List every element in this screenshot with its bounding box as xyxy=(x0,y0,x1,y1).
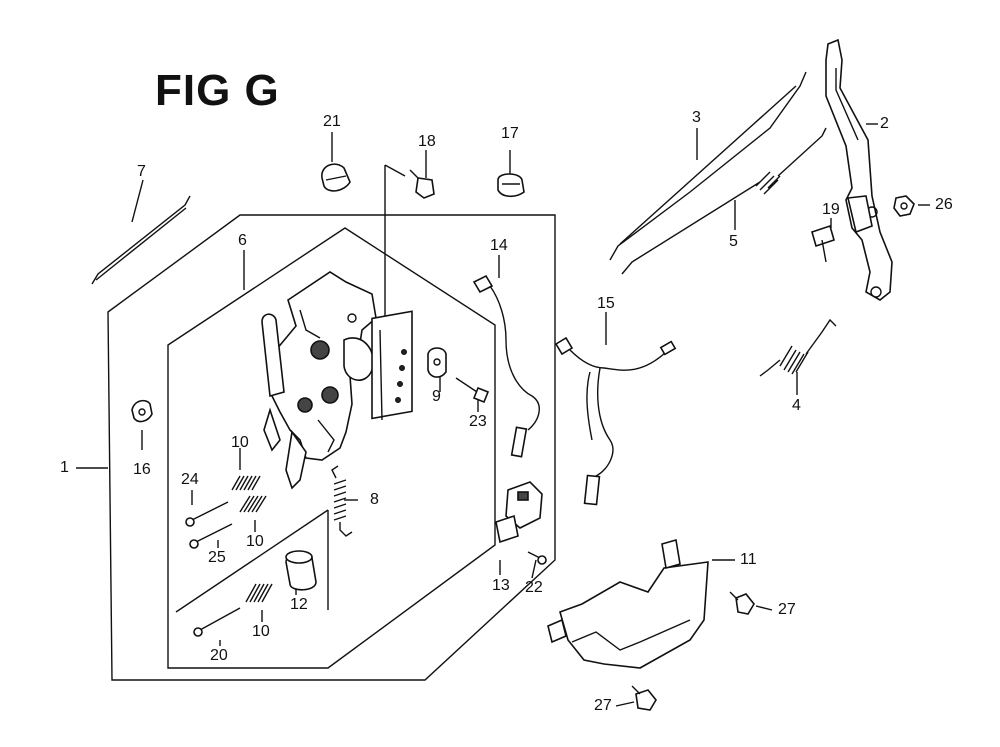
inner-group-outline xyxy=(167,227,496,669)
bolt-24 xyxy=(185,501,229,527)
leader-lines xyxy=(76,123,930,707)
lever-2 xyxy=(825,38,893,301)
callout-14: 14 xyxy=(490,237,508,254)
callout-15: 15 xyxy=(597,295,615,312)
callout-12: 12 xyxy=(290,596,308,613)
spring-10-upper xyxy=(231,475,261,491)
screw-22 xyxy=(527,551,547,565)
bolt-20 xyxy=(193,607,241,637)
clip-16 xyxy=(131,399,153,423)
callout-17: 17 xyxy=(501,125,519,142)
callout-25: 25 xyxy=(208,549,226,566)
subgroup-divider xyxy=(175,509,329,613)
callout-22: 22 xyxy=(525,579,543,596)
callout-21: 21 xyxy=(323,113,341,130)
wire-14 xyxy=(472,274,540,458)
collar-12 xyxy=(285,550,317,591)
spring-10-middle xyxy=(239,495,267,513)
callout-10-middle: 10 xyxy=(246,533,264,550)
clip-9 xyxy=(427,347,447,378)
wire-15 xyxy=(554,336,677,506)
control-plate-6 xyxy=(261,271,413,490)
callout-1: 1 xyxy=(60,459,69,476)
assembly-outline xyxy=(107,214,556,681)
callout-4: 4 xyxy=(792,397,801,414)
callout-23: 23 xyxy=(469,413,487,430)
bolt-19 xyxy=(811,224,835,263)
callout-16: 16 xyxy=(133,461,151,478)
callout-24: 24 xyxy=(181,471,199,488)
clamp-17 xyxy=(497,173,525,198)
callout-9: 9 xyxy=(432,388,441,405)
clip-21 xyxy=(321,163,351,192)
rod-5 xyxy=(621,127,827,275)
bolt-23 xyxy=(455,377,490,404)
rod-7 xyxy=(91,195,191,285)
callout-6: 6 xyxy=(238,232,247,249)
callout-10-upper: 10 xyxy=(231,434,249,451)
figure-title: FIG G xyxy=(155,66,280,115)
callout-20: 20 xyxy=(210,647,228,664)
screw-18 xyxy=(409,169,435,199)
callout-19: 19 xyxy=(822,201,840,218)
callout-13: 13 xyxy=(492,577,510,594)
callout-5: 5 xyxy=(729,233,738,250)
rod-3 xyxy=(609,71,807,261)
callout-7: 7 xyxy=(137,163,146,180)
spring-4 xyxy=(759,318,837,377)
screw-27-upper xyxy=(729,591,755,615)
callout-3: 3 xyxy=(692,109,701,126)
callout-27-lower: 27 xyxy=(594,697,612,714)
callout-18: 18 xyxy=(418,133,436,150)
callout-26: 26 xyxy=(935,196,953,213)
callout-11: 11 xyxy=(740,551,757,568)
callout-2: 2 xyxy=(880,115,889,132)
spring-8 xyxy=(331,465,353,537)
callout-27-upper: 27 xyxy=(778,601,796,618)
switch-13 xyxy=(495,481,543,544)
cover-11 xyxy=(547,538,709,669)
callout-8: 8 xyxy=(370,491,379,508)
screw-27-lower xyxy=(631,685,657,711)
nut-26 xyxy=(893,195,915,217)
bolt-25 xyxy=(189,523,233,549)
callout-10-lower: 10 xyxy=(252,623,270,640)
spring-10-lower xyxy=(245,583,273,603)
